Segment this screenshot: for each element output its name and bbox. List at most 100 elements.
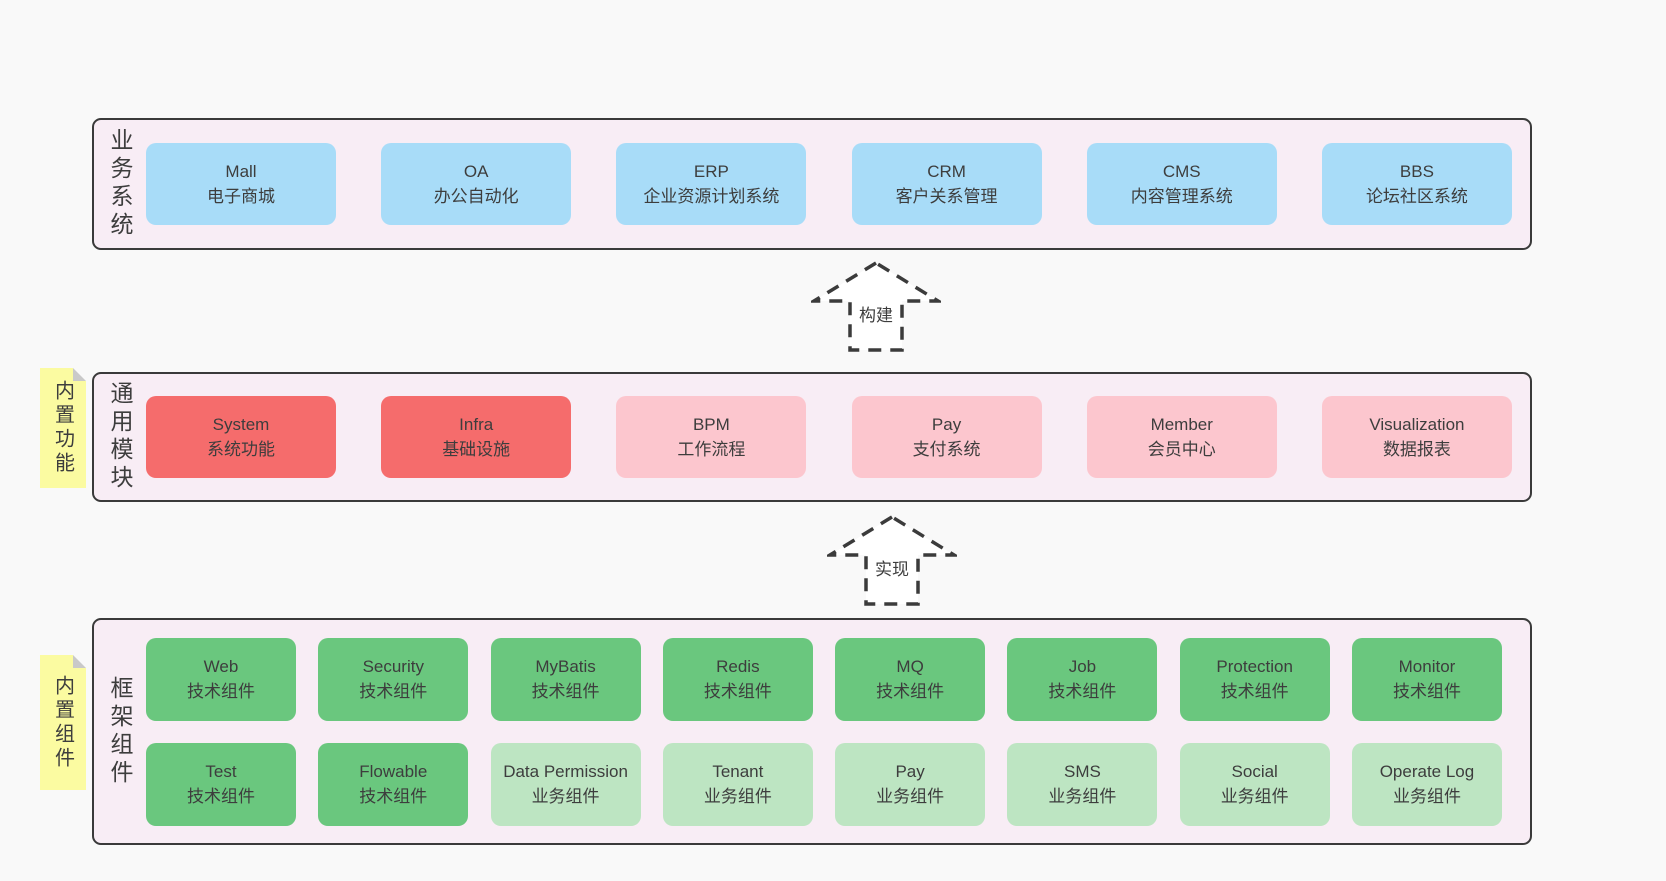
box-name: Test bbox=[205, 761, 237, 781]
common-modules-row: System 系统功能 Infra 基础设施 BPM 工作流程 Pay 支付系统… bbox=[146, 374, 1530, 500]
box-monitor: Monitor 技术组件 bbox=[1351, 637, 1502, 721]
box-desc: 业务组件 bbox=[1220, 787, 1289, 806]
box-desc: 技术组件 bbox=[531, 682, 600, 701]
arrow-label: 实现 bbox=[875, 560, 909, 579]
box-desc: 会员中心 bbox=[1147, 440, 1216, 459]
box-desc: 电子商城 bbox=[207, 187, 275, 206]
box-desc: 技术组件 bbox=[703, 682, 772, 701]
box-cms: CMS 内容管理系统 bbox=[1086, 143, 1277, 225]
box-desc: 工作流程 bbox=[677, 440, 746, 459]
box-name: Infra bbox=[459, 414, 494, 434]
box-desc: 技术组件 bbox=[187, 787, 255, 806]
box-desc: 技术组件 bbox=[359, 682, 428, 701]
box-name: Member bbox=[1150, 414, 1213, 434]
box-desc: 技术组件 bbox=[1392, 682, 1461, 701]
box-name: Social bbox=[1231, 761, 1278, 781]
box-test: Test 技术组件 bbox=[146, 742, 296, 826]
dashed-up-arrow-icon bbox=[827, 514, 957, 606]
framework-components-rows: Web 技术组件 Security 技术组件 MyBatis 技术组件 Redi… bbox=[146, 620, 1530, 843]
box-name: Protection bbox=[1216, 656, 1293, 676]
box-bpm: BPM 工作流程 bbox=[616, 396, 807, 478]
tag-label: 内置功能 bbox=[51, 380, 74, 476]
box-desc: 系统功能 bbox=[207, 440, 275, 459]
box-name: Monitor bbox=[1398, 656, 1456, 676]
box-name: ERP bbox=[693, 161, 729, 181]
box-web: Web 技术组件 bbox=[146, 637, 296, 721]
box-mq: MQ 技术组件 bbox=[835, 637, 986, 721]
panel-framework-components: 框架组件 Web 技术组件 Security 技术组件 MyBatis 技术组件… bbox=[92, 618, 1532, 845]
box-mall: Mall 电子商城 bbox=[146, 143, 336, 225]
arrow-label: 构建 bbox=[859, 306, 893, 325]
box-social: Social 业务组件 bbox=[1179, 742, 1330, 826]
box-data-permission: Data Permission 业务组件 bbox=[490, 742, 641, 826]
box-name: Redis bbox=[716, 656, 760, 676]
box-member: Member 会员中心 bbox=[1086, 396, 1277, 478]
box-desc: 技术组件 bbox=[359, 787, 428, 806]
box-oa: OA 办公自动化 bbox=[381, 143, 572, 225]
box-name: Web bbox=[203, 656, 239, 676]
box-tenant: Tenant 业务组件 bbox=[662, 742, 813, 826]
dashed-up-arrow-icon bbox=[811, 260, 941, 352]
panel-label-common-modules: 通用模块 bbox=[107, 381, 133, 493]
box-pay-component: Pay 业务组件 bbox=[835, 742, 986, 826]
box-name: System bbox=[212, 414, 270, 434]
panel-common-modules: 通用模块 System 系统功能 Infra 基础设施 BPM 工作流程 Pay… bbox=[92, 372, 1532, 502]
box-operate-log: Operate Log 业务组件 bbox=[1351, 742, 1502, 826]
box-pay: Pay 支付系统 bbox=[851, 396, 1042, 478]
panel-business-systems: 业务系统 Mall 电子商城 OA 办公自动化 ERP 企业资源计划系统 CRM… bbox=[92, 118, 1532, 250]
box-mybatis: MyBatis 技术组件 bbox=[490, 637, 641, 721]
box-system: System 系统功能 bbox=[146, 396, 336, 478]
box-desc: 业务组件 bbox=[1392, 787, 1461, 806]
box-name: MQ bbox=[896, 656, 924, 676]
box-name: Mall bbox=[225, 161, 257, 181]
box-desc: 支付系统 bbox=[912, 440, 981, 459]
box-name: Tenant bbox=[712, 761, 764, 781]
box-desc: 业务组件 bbox=[531, 787, 600, 806]
box-desc: 论坛社区系统 bbox=[1365, 187, 1468, 206]
box-name: Pay bbox=[931, 414, 962, 434]
panel-label-framework-components: 框架组件 bbox=[107, 675, 133, 788]
box-sms: SMS 业务组件 bbox=[1007, 742, 1158, 826]
box-name: Flowable bbox=[359, 761, 428, 781]
tag-built-in-components: 内置组件 bbox=[40, 655, 86, 790]
box-protection: Protection 技术组件 bbox=[1179, 637, 1330, 721]
box-name: Data Permission bbox=[503, 761, 628, 781]
box-desc: 数据报表 bbox=[1382, 440, 1451, 459]
tag-label: 内置组件 bbox=[51, 674, 74, 771]
tag-built-in-features: 内置功能 bbox=[40, 368, 86, 488]
box-erp: ERP 企业资源计划系统 bbox=[616, 143, 807, 225]
box-redis: Redis 技术组件 bbox=[662, 637, 813, 721]
box-name: CMS bbox=[1162, 161, 1201, 181]
business-systems-row: Mall 电子商城 OA 办公自动化 ERP 企业资源计划系统 CRM 客户关系… bbox=[146, 120, 1530, 248]
box-desc: 技术组件 bbox=[1220, 682, 1289, 701]
box-desc: 客户关系管理 bbox=[895, 187, 998, 206]
box-visualization: Visualization 数据报表 bbox=[1321, 396, 1512, 478]
box-desc: 办公自动化 bbox=[433, 187, 519, 206]
framework-components-row-1: Web 技术组件 Security 技术组件 MyBatis 技术组件 Redi… bbox=[146, 637, 1502, 721]
box-name: OA bbox=[463, 161, 489, 181]
box-desc: 技术组件 bbox=[187, 682, 255, 701]
box-name: CRM bbox=[927, 161, 966, 181]
box-flowable: Flowable 技术组件 bbox=[318, 742, 469, 826]
box-name: MyBatis bbox=[535, 656, 596, 676]
framework-components-row-2: Test 技术组件 Flowable 技术组件 Data Permission … bbox=[146, 742, 1502, 826]
box-name: Visualization bbox=[1369, 414, 1465, 434]
box-name: BBS bbox=[1399, 161, 1434, 181]
box-bbs: BBS 论坛社区系统 bbox=[1321, 143, 1512, 225]
box-crm: CRM 客户关系管理 bbox=[851, 143, 1042, 225]
box-security: Security 技术组件 bbox=[318, 637, 469, 721]
box-desc: 内容管理系统 bbox=[1130, 187, 1233, 206]
box-desc: 技术组件 bbox=[1048, 682, 1117, 701]
arrow-build: 构建 bbox=[811, 257, 941, 353]
box-name: Operate Log bbox=[1379, 761, 1475, 781]
box-desc: 业务组件 bbox=[703, 787, 772, 806]
box-job: Job 技术组件 bbox=[1007, 637, 1158, 721]
panel-label-business-systems: 业务系统 bbox=[107, 128, 133, 240]
box-desc: 业务组件 bbox=[1048, 787, 1117, 806]
box-desc: 企业资源计划系统 bbox=[643, 187, 780, 206]
box-name: Pay bbox=[895, 761, 925, 781]
box-name: BPM bbox=[692, 414, 730, 434]
box-infra: Infra 基础设施 bbox=[381, 396, 572, 478]
box-name: Security bbox=[362, 656, 424, 676]
